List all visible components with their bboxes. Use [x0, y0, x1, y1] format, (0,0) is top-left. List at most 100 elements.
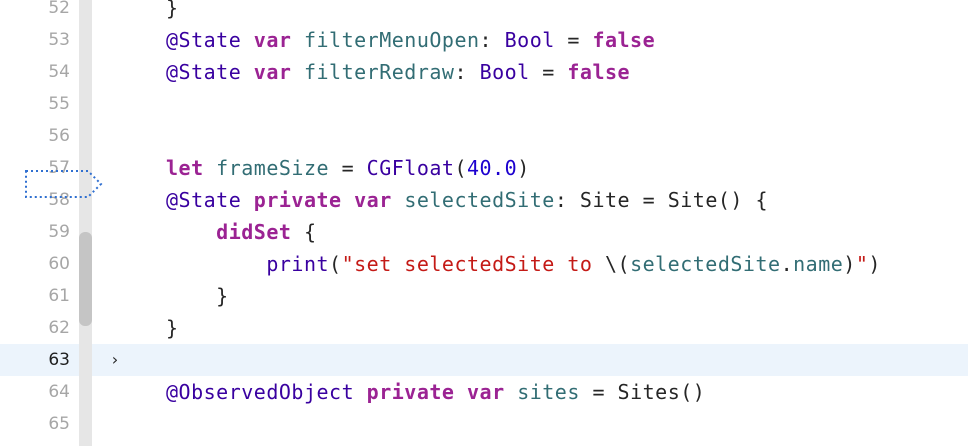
line-number[interactable]: 59: [48, 222, 70, 242]
breakpoint-marker-icon[interactable]: [24, 169, 104, 199]
code-token: var: [467, 380, 505, 404]
code-token: =: [329, 156, 367, 180]
code-token: selectedSite: [630, 252, 781, 276]
line-number[interactable]: 53: [48, 30, 70, 50]
code-token: print: [266, 252, 330, 276]
line-number[interactable]: 64: [48, 382, 70, 402]
code-token: Bool: [504, 28, 555, 52]
line-number[interactable]: 63: [48, 350, 70, 370]
code-token: [392, 188, 405, 212]
code-token: frameSize: [216, 156, 330, 180]
code-text[interactable]: @State private var selectedSite: Site = …: [166, 184, 768, 216]
line-number[interactable]: 55: [48, 94, 70, 114]
code-line[interactable]: 60 print("set selectedSite to \(selected…: [0, 248, 968, 280]
code-token: @ObservedObject: [166, 380, 355, 404]
code-line[interactable]: 55: [0, 88, 968, 120]
code-text[interactable]: @State var filterMenuOpen: Bool = false: [166, 24, 655, 56]
code-line[interactable]: 56: [0, 120, 968, 152]
code-token: [241, 188, 254, 212]
line-number[interactable]: 57: [48, 158, 70, 178]
code-token: name: [793, 252, 844, 276]
code-token: selectedSite: [404, 188, 555, 212]
code-text[interactable]: @ObservedObject private var sites = Site…: [166, 376, 705, 408]
code-text[interactable]: let frameSize = CGFloat(40.0): [166, 152, 530, 184]
code-text[interactable]: }: [166, 312, 179, 344]
code-token: [454, 380, 467, 404]
line-number[interactable]: 62: [48, 318, 70, 338]
code-text[interactable]: }: [166, 280, 229, 312]
code-token: let: [166, 156, 204, 180]
code-token: }: [166, 0, 179, 20]
code-token: var: [253, 60, 292, 84]
code-token: {: [291, 220, 317, 244]
code-token: [166, 252, 266, 276]
code-line[interactable]: 64 @ObservedObject private var sites = Si…: [0, 376, 968, 408]
change-bar: [79, 0, 92, 446]
code-text[interactable]: didSet {: [166, 216, 317, 248]
code-token: :: [554, 188, 580, 212]
code-token: [204, 156, 217, 180]
code-token: \(: [604, 252, 631, 276]
code-token: @State: [166, 28, 242, 52]
code-token: [166, 220, 216, 244]
code-token: () {: [717, 188, 769, 212]
code-token: false: [567, 60, 631, 84]
code-line[interactable]: 65: [0, 408, 968, 440]
code-token: =: [630, 188, 668, 212]
line-number[interactable]: 52: [48, 0, 70, 18]
code-token: :: [479, 28, 505, 52]
code-text[interactable]: }: [166, 0, 179, 24]
code-token: filterMenuOpen: [303, 28, 480, 52]
code-line[interactable]: 54 @State var filterRedraw: Bool = false: [0, 56, 968, 88]
line-number[interactable]: 58: [48, 190, 70, 210]
line-number[interactable]: 60: [48, 254, 70, 274]
line-number[interactable]: 65: [48, 414, 70, 434]
code-token: CGFloat: [366, 156, 455, 180]
code-token: }: [166, 284, 229, 308]
code-token: .: [780, 252, 794, 276]
line-number[interactable]: 54: [48, 62, 70, 82]
code-line[interactable]: 59 didSet {: [0, 216, 968, 248]
line-number[interactable]: 61: [48, 286, 70, 306]
code-token: "set selectedSite to: [341, 252, 605, 276]
fold-chevron-icon[interactable]: ›: [110, 350, 120, 369]
code-line[interactable]: 57 let frameSize = CGFloat(40.0): [0, 152, 968, 184]
code-line[interactable]: 58 @State private var selectedSite: Site …: [0, 184, 968, 216]
code-token: ": [855, 252, 869, 276]
code-token: [291, 60, 304, 84]
code-token: @State: [166, 60, 242, 84]
code-token: ): [868, 252, 881, 276]
code-line[interactable]: 61 }: [0, 280, 968, 312]
code-text[interactable]: print("set selectedSite to \(selectedSit…: [166, 248, 881, 280]
code-token: Sites: [617, 380, 681, 404]
code-line[interactable]: 62}: [0, 312, 968, 344]
code-token: 40.0: [467, 156, 518, 180]
code-token: var: [354, 188, 392, 212]
scrollbar-thumb[interactable]: [79, 232, 92, 326]
code-token: @State: [166, 188, 242, 212]
code-line[interactable]: 52}: [0, 0, 968, 24]
code-token: private: [253, 188, 342, 212]
code-token: ): [517, 156, 530, 180]
code-token: filterRedraw: [303, 60, 455, 84]
code-token: (: [454, 156, 468, 180]
code-token: var: [253, 28, 292, 52]
code-token: =: [554, 28, 593, 52]
code-text[interactable]: @State var filterRedraw: Bool = false: [166, 56, 630, 88]
current-line[interactable]: 63 ›: [0, 344, 968, 376]
code-token: (: [329, 252, 342, 276]
code-line[interactable]: 53 @State var filterMenuOpen: Bool = fals…: [0, 24, 968, 56]
code-token: [342, 188, 355, 212]
code-token: =: [579, 380, 618, 404]
code-token: }: [166, 316, 179, 340]
code-token: [505, 380, 518, 404]
code-token: ): [843, 252, 856, 276]
code-token: =: [529, 60, 568, 84]
code-token: (): [680, 380, 706, 404]
code-token: Site: [579, 188, 631, 212]
line-number[interactable]: 56: [48, 126, 70, 146]
code-token: [291, 28, 304, 52]
code-token: sites: [517, 380, 580, 404]
code-token: false: [592, 28, 656, 52]
